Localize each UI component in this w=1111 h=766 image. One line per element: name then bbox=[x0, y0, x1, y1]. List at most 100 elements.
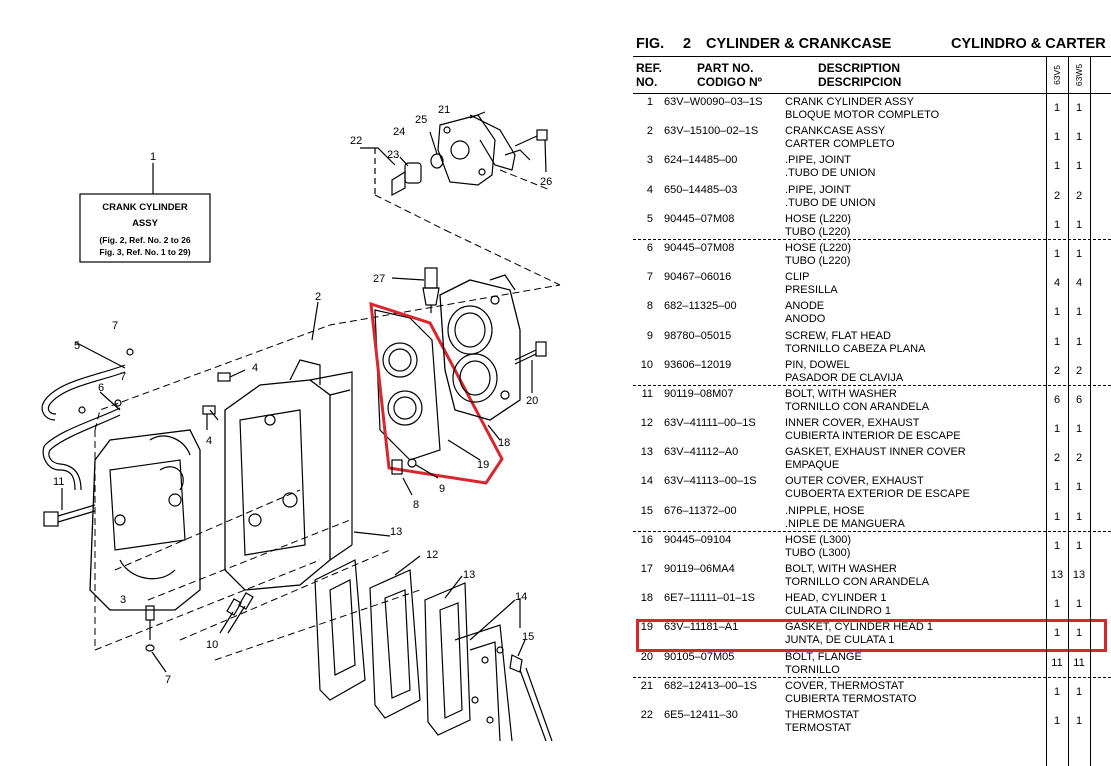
part-number: 63V–15100–02–1S bbox=[664, 125, 759, 138]
figure-title-english: CYLINDER & CRANKCASE bbox=[706, 36, 892, 52]
callout-10: 10 bbox=[206, 639, 218, 651]
quantity-63v5: 2 bbox=[1053, 452, 1061, 465]
part-number: 90119–08M07 bbox=[664, 387, 734, 400]
part-number: 63V–41112–A0 bbox=[664, 446, 739, 459]
callout-27: 27 bbox=[373, 273, 385, 285]
quantity-63w5: 1 bbox=[1075, 247, 1083, 260]
quantity-63v5: 1 bbox=[1053, 160, 1061, 173]
description-spanish: .TUBO DE UNION bbox=[785, 167, 876, 180]
description-spanish: BLOQUE MOTOR COMPLETO bbox=[785, 109, 940, 121]
callout-11: 11 bbox=[53, 476, 64, 488]
exploded-parts-diagram: CRANK CYLINDER ASSY (Fig. 2, Ref. No. 2 … bbox=[41, 104, 561, 741]
description-english: BOLT, WITH WASHER bbox=[785, 387, 897, 400]
callout-13: 13 bbox=[390, 526, 402, 538]
ref-number: 2 bbox=[646, 125, 653, 138]
quantity-63v5: 1 bbox=[1053, 218, 1061, 231]
cylinder-head-gasket-drawing bbox=[374, 309, 441, 461]
quantity-63v5: 1 bbox=[1053, 714, 1061, 727]
ref-number: 5 bbox=[646, 212, 653, 225]
callout-2: 2 bbox=[315, 291, 321, 303]
quantity-63w5: 1 bbox=[1075, 714, 1083, 727]
description-english: CRANK CYLINDER ASSY bbox=[785, 96, 914, 108]
callout-12: 12 bbox=[426, 549, 438, 561]
quantity-63v5: 1 bbox=[1053, 131, 1061, 144]
part-number: 682–11325–00 bbox=[664, 300, 737, 313]
part-number: 676–11372–00 bbox=[664, 504, 737, 517]
description-english: CRANKCASE ASSY bbox=[785, 125, 886, 138]
column-divider bbox=[1046, 56, 1047, 766]
callout-14: 14 bbox=[515, 591, 527, 603]
description-english: BOLT, WITH WASHER bbox=[785, 563, 897, 575]
description-english: HEAD, CYLINDER 1 bbox=[785, 592, 887, 605]
callout-7: 7 bbox=[165, 674, 171, 686]
callout-25: 25 bbox=[415, 114, 427, 126]
bolt-11-drawing bbox=[43, 488, 96, 527]
ref-number: 7 bbox=[646, 271, 653, 284]
quantity-63v5: 6 bbox=[1053, 393, 1061, 406]
description-spanish: CARTER COMPLETO bbox=[785, 138, 895, 151]
callout-21: 21 bbox=[438, 104, 450, 116]
quantity-63v5: 1 bbox=[1053, 306, 1061, 319]
description-spanish: CUBOERTA EXTERIOR DE ESCAPE bbox=[785, 488, 970, 501]
description-english: HOSE (L220) bbox=[785, 241, 852, 254]
ref-number: 20 bbox=[640, 650, 653, 663]
quantity-63v5: 1 bbox=[1053, 423, 1061, 436]
quantity-63w5: 2 bbox=[1075, 452, 1083, 465]
part-number: 90119–06MA4 bbox=[664, 563, 735, 575]
description-english: CLIP bbox=[785, 271, 810, 284]
bolt-20-drawing bbox=[514, 341, 547, 365]
part-number: 90445–07M08 bbox=[664, 241, 735, 254]
part-number: 90105–07M05 bbox=[664, 650, 735, 663]
callout-19: 19 bbox=[477, 459, 489, 471]
svg-text:Fig. 3, Ref. No. 1 to 29): Fig. 3, Ref. No. 1 to 29) bbox=[99, 247, 190, 257]
part-number: 650–14485–03 bbox=[664, 183, 738, 196]
quantity-63w5: 1 bbox=[1075, 510, 1083, 523]
description-spanish: TUBO (L220) bbox=[785, 254, 851, 267]
part-number: 63V–41111–00–1S bbox=[664, 417, 756, 430]
quantity-63w5: 1 bbox=[1075, 423, 1083, 436]
quantity-63w5: 13 bbox=[1072, 569, 1086, 581]
description-spanish: .TUBO DE UNION bbox=[785, 196, 876, 209]
ref-number: 18 bbox=[640, 592, 653, 605]
description-english: BOLT, FLANGE bbox=[785, 650, 862, 663]
header-part-no: PART NO.CODIGO Nº bbox=[697, 61, 763, 89]
description-english: THERMOSTAT bbox=[785, 708, 860, 721]
cylinder-head-drawing bbox=[439, 274, 521, 421]
ref-number: 9 bbox=[646, 329, 653, 342]
quantity-63w5: 11 bbox=[1073, 656, 1085, 669]
ref-number: 14 bbox=[640, 475, 653, 488]
description-spanish: CUBIERTA TERMOSTATO bbox=[785, 692, 917, 705]
header-model-63w5: 63W5 bbox=[1074, 63, 1084, 87]
assembly-label-box: CRANK CYLINDER ASSY (Fig. 2, Ref. No. 2 … bbox=[79, 193, 211, 263]
description-spanish: TUBO (L220) bbox=[785, 225, 851, 238]
callout-24: 24 bbox=[393, 126, 405, 138]
column-divider bbox=[1090, 56, 1091, 766]
part-number: 93606–12019 bbox=[664, 358, 732, 371]
ref-number: 3 bbox=[646, 154, 653, 167]
description-english: PIN, DOWEL bbox=[785, 358, 850, 371]
figure-label: FIG. bbox=[636, 36, 665, 52]
callout-1: 1 bbox=[150, 151, 156, 163]
description-english: .PIPE, JOINT bbox=[785, 154, 852, 167]
callout-20: 20 bbox=[526, 395, 538, 407]
callout-8: 8 bbox=[413, 499, 419, 511]
description-spanish: CUBIERTA INTERIOR DE ESCAPE bbox=[785, 430, 961, 443]
quantity-63v5: 11 bbox=[1051, 656, 1063, 669]
description-english: ANODE bbox=[785, 300, 825, 313]
quantity-63w5: 1 bbox=[1075, 102, 1083, 114]
quantity-63v5: 1 bbox=[1053, 510, 1061, 523]
quantity-63w5: 1 bbox=[1075, 627, 1083, 640]
